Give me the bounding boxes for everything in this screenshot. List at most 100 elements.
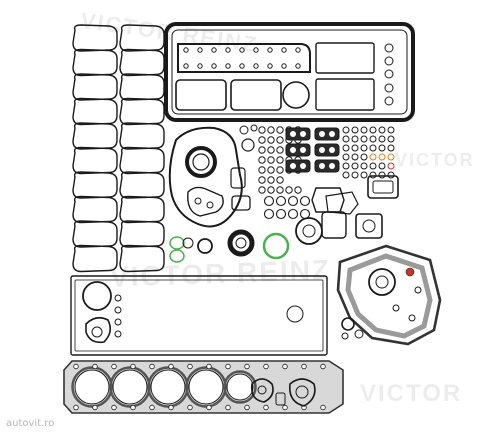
seal-ring	[263, 208, 275, 220]
small-seals-bottom-right	[341, 317, 364, 340]
head-bolt-hole	[263, 363, 269, 370]
turbo-gaskets	[295, 187, 383, 245]
oval-gasket	[119, 24, 165, 52]
seal-ring	[387, 153, 395, 161]
head-bolt-hole	[168, 404, 174, 411]
seal-ring	[276, 126, 284, 134]
head-bolt-hole	[244, 404, 250, 411]
oval-gasket	[72, 195, 118, 224]
seal-ring	[369, 144, 377, 152]
seal-ring	[258, 146, 266, 154]
seal-ring	[267, 166, 275, 174]
oval-gasket	[72, 122, 118, 150]
seal-ring	[287, 195, 299, 207]
injector-gasket-hole	[300, 147, 306, 153]
oval-gasket	[119, 244, 165, 273]
seal-ring	[342, 162, 350, 170]
head-bolt-hole	[73, 404, 79, 411]
injector-gasket-hole	[300, 131, 306, 137]
oval-gasket	[72, 48, 118, 77]
injector-gasket-hole	[290, 131, 296, 137]
cylinder-bore	[150, 369, 186, 405]
injector-gasket	[314, 159, 340, 173]
bolt-hole	[197, 47, 203, 53]
injector-gasket	[314, 127, 340, 141]
bolt-hole	[211, 63, 217, 69]
cylinder-bore	[188, 369, 224, 405]
seal-ring	[276, 136, 284, 144]
injector-gasket-hole	[319, 147, 325, 153]
flywheel-housing-gasket	[336, 244, 442, 346]
injector-gasket	[285, 159, 311, 173]
seal-ring	[360, 144, 368, 152]
seal-ring	[258, 156, 266, 164]
seal-ring	[267, 156, 275, 164]
bolt-hole	[295, 47, 301, 53]
oval-gasket	[119, 48, 165, 77]
cylinder-bore	[226, 373, 254, 401]
seal-ring	[267, 126, 275, 134]
small-oval-seals	[169, 236, 213, 263]
seal-ring-grid-right	[342, 126, 395, 179]
small-seal-assortment-center	[230, 124, 258, 211]
bolt-hole	[295, 63, 301, 69]
oval-gasket	[72, 73, 118, 101]
seal-ring	[276, 176, 284, 184]
cylinder-bores	[71, 366, 257, 408]
seal-ring	[378, 153, 386, 161]
seal-ring	[342, 144, 350, 152]
seal-ring	[369, 135, 377, 143]
seal-ring	[387, 126, 395, 134]
seal-ring	[387, 171, 395, 179]
bolt-hole	[239, 63, 245, 69]
seal-ring	[263, 195, 275, 207]
site-watermark: autovit.ro	[6, 418, 55, 429]
seal-ring	[351, 153, 359, 161]
cylinder-bore-ring	[223, 370, 257, 404]
seal-ring	[267, 136, 275, 144]
seal-ring	[369, 162, 377, 170]
seal-ring	[267, 176, 275, 184]
head-bolt-hole	[73, 363, 79, 370]
exhaust-manifold-seals	[250, 378, 316, 407]
seal-ring	[276, 146, 284, 154]
seal-ring	[342, 171, 350, 179]
bolt-hole	[267, 47, 273, 53]
head-bolt-holes	[73, 363, 326, 411]
seal-ring	[267, 186, 275, 194]
bolt-hole	[239, 47, 245, 53]
seal-ring	[351, 171, 359, 179]
seal-ring	[369, 171, 377, 179]
seal-ring	[387, 135, 395, 143]
seal-ring	[351, 162, 359, 170]
seal-ring	[369, 153, 377, 161]
injector-gasket-hole	[319, 131, 325, 137]
seal-ring	[351, 126, 359, 134]
seal-ring	[351, 144, 359, 152]
head-bolt-hole	[225, 363, 231, 370]
oval-gasket	[119, 220, 165, 248]
seal-ring	[342, 153, 350, 161]
oval-gasket-group-left	[72, 24, 118, 273]
head-bolt-hole	[244, 363, 250, 370]
head-bolt-hole	[92, 363, 98, 370]
seal-ring	[360, 153, 368, 161]
oval-gasket	[72, 97, 118, 126]
head-bolt-hole	[130, 404, 136, 411]
head-bolt-hole	[130, 363, 136, 370]
oval-gasket	[119, 97, 165, 126]
seal-ring	[287, 208, 299, 220]
head-bolt-hole	[301, 363, 307, 370]
injector-gasket	[314, 143, 340, 157]
head-bolt-hole	[149, 404, 155, 411]
seal-ring	[275, 208, 287, 220]
seal-ring	[378, 135, 386, 143]
seal-ring	[378, 171, 386, 179]
seal-ring	[299, 195, 311, 207]
head-bolt-hole	[320, 363, 326, 370]
seal-ring	[369, 126, 377, 134]
seal-ring	[258, 176, 266, 184]
timing-cover-gasket	[168, 126, 243, 228]
injector-gasket	[285, 127, 311, 141]
head-bolt-hole	[111, 404, 117, 411]
